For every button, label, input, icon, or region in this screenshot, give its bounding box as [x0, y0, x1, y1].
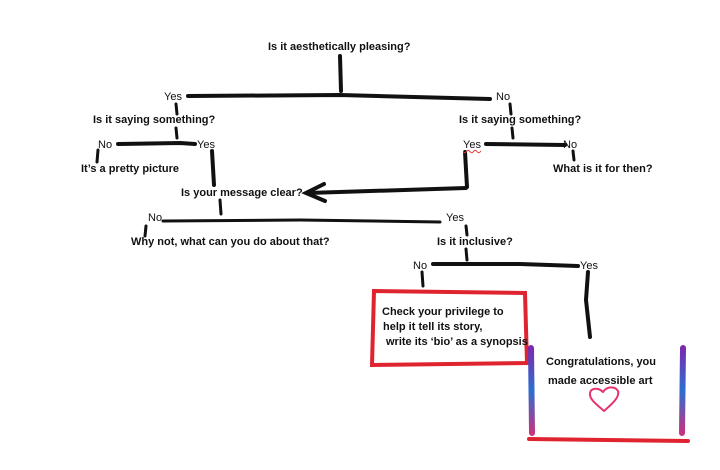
connector-message-no-stem: [143, 224, 148, 238]
connector-right-yes-down: [463, 150, 469, 189]
privilege-box-frame: [369, 288, 530, 368]
congrats-box-frame: [527, 345, 690, 443]
message-yes-label: Yes: [446, 212, 464, 224]
privilege-line-1: Check your privilege to: [382, 306, 504, 318]
congrats-line-2: made accessible art: [548, 375, 653, 387]
congrats-line-1: Congratulations, you: [546, 356, 656, 368]
left-no-outcome: It’s a pretty picture: [81, 163, 180, 175]
inclusive-no-label: No: [413, 260, 428, 272]
inclusive-yes-label: Yes: [580, 260, 598, 272]
connector-right-no-down: [571, 149, 576, 162]
inclusive-question: Is it inclusive?: [437, 236, 513, 248]
connector-root-stem: [338, 54, 343, 93]
right-no-outcome: What is it for then?: [553, 163, 653, 175]
connector-left-question-stem: [174, 126, 179, 140]
privilege-line-2: help it tell its story,: [383, 321, 483, 333]
connector-arrow-head: [301, 182, 327, 203]
connector-level1-bar: [186, 92, 492, 101]
message-no-outcome: Why not, what can you do about that?: [131, 236, 330, 248]
connector-arrow-shaft: [306, 186, 468, 195]
connector-inclusive-bar: [431, 262, 580, 268]
connector-message-yes-stem: [464, 224, 469, 237]
left-yes-label: Yes: [197, 139, 215, 151]
right-yes-label: Yes: [463, 139, 481, 151]
privilege-box-text: Check your privilege to help it tell its…: [380, 305, 528, 350]
connector-left-bar: [116, 140, 197, 146]
privilege-line-3: write its ‘bio’ as a synopsis: [386, 336, 528, 348]
connector-inclusive-stem: [464, 247, 469, 262]
left-no-label: No: [98, 139, 113, 151]
level1-yes-label: Yes: [164, 91, 182, 103]
connector-right-stem: [510, 126, 515, 140]
connector-left-no-stem: [95, 148, 100, 164]
connector-message-stem: [218, 198, 223, 216]
congrats-box-text: Congratulations, you made accessible art: [546, 355, 656, 389]
connector-right-no-stem: [508, 102, 513, 116]
connector-inclusive-no-stem: [420, 270, 425, 288]
root-question: Is it aesthetically pleasing?: [268, 41, 411, 53]
connector-left-yes-down: [210, 149, 216, 187]
message-question: Is your message clear?: [181, 187, 303, 199]
right-question: Is it saying something?: [459, 114, 582, 126]
left-question: Is it saying something?: [93, 114, 216, 126]
connector-message-bar: [161, 218, 442, 224]
right-no-label: No: [563, 139, 578, 151]
heart-icon: [588, 386, 620, 412]
message-no-label: No: [148, 212, 163, 224]
connector-left-yes-stem: [174, 102, 179, 116]
level1-no-label: No: [496, 91, 511, 103]
connector-inclusive-yes-down: [583, 270, 592, 339]
connector-right-bar: [484, 142, 567, 147]
